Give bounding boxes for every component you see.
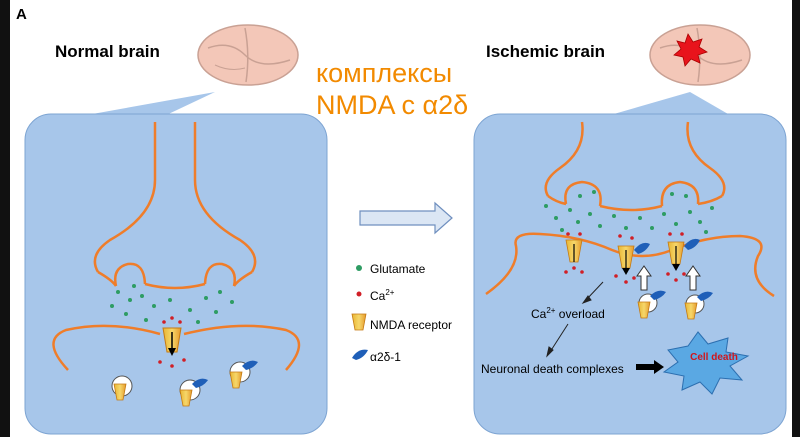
normal-pointer [70,92,215,118]
ischemic-pointer [600,92,735,118]
normal-brain-illustration [197,24,299,86]
panel-letter: A [16,6,27,23]
normal-postsynaptic-membrane [52,324,301,371]
ischemic-synapse-panel [473,113,787,435]
ischemic-nmda-receptors [565,238,700,275]
legend-nmda-label: NMDA receptor [370,318,453,332]
trafficking-arrows [636,265,701,291]
overlay-caption-line2: NMDA с α2δ [316,90,469,120]
overlay-caption-line1: комплексы [316,58,453,88]
legend-glutamate-icon [356,265,362,271]
pathway-arrows [546,281,604,358]
normal-nmda-receptor [162,327,182,356]
normal-vesicle-complex-2 [179,378,208,407]
normal-vesicle-complex-1 [111,375,133,401]
legend-glutamate-label: Glutamate [370,262,426,276]
normal-synapse-panel [24,113,328,435]
normal-vesicle-complex-3 [229,360,258,389]
legend-nmda-receptor-icon [351,313,367,331]
legend-calcium-icon [356,291,362,297]
normal-glutamate-cluster [110,284,234,324]
ischemic-glutamate-cluster [544,190,714,234]
neuronal-death-complexes-label: Neuronal death complexes [481,362,624,376]
lesion-star-icon [673,33,708,67]
legend-a2d1-label: α2δ-1 [370,350,401,364]
normal-calcium-ions [158,316,186,368]
death-arrow-icon [636,360,664,374]
transition-arrow [359,201,453,235]
legend-a2d1-icon [352,349,368,360]
ischemic-presynaptic-terminal [544,121,726,212]
ischemic-brain-illustration [649,24,751,86]
ischemic-vesicle-complexes [637,290,713,320]
ischemic-brain-title: Ischemic brain [486,42,606,61]
cell-death-label: Cell death [690,352,738,363]
normal-presynaptic-terminal [93,122,257,290]
calcium-overload-label: Ca2+ overload [531,306,605,321]
legend-calcium-label: Ca2+ [370,288,395,303]
normal-brain-title: Normal brain [55,42,160,61]
ischemic-postsynaptic-membrane [485,232,775,298]
ischemic-calcium-ions [564,232,686,284]
cell-death-burst [662,331,750,395]
